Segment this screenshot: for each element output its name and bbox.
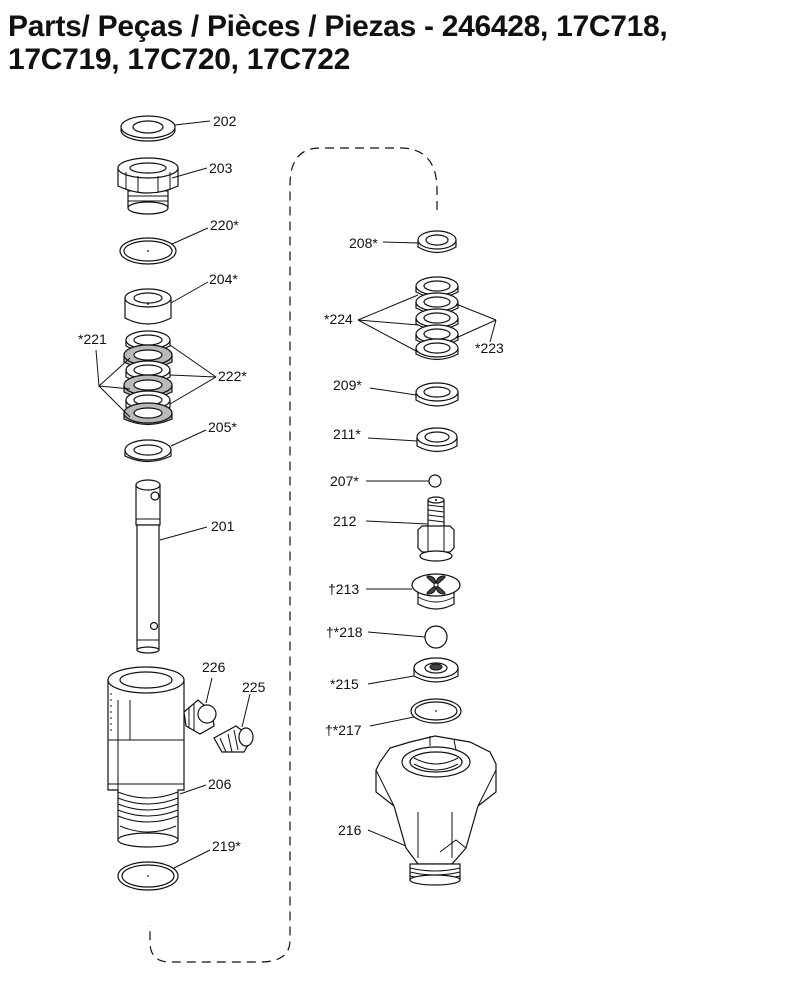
part-225-straight-fitting bbox=[213, 725, 254, 753]
callout-209: 209* bbox=[333, 377, 362, 393]
page-title-line-2: 17C719, 17C720, 17C722 bbox=[8, 43, 351, 76]
part-211-spacer bbox=[416, 427, 458, 453]
part-212-piston-valve bbox=[417, 496, 455, 562]
callout-216: 216 bbox=[338, 822, 362, 838]
part-209-female-gland bbox=[415, 382, 459, 407]
callout-220: 220* bbox=[210, 217, 239, 233]
callout-223: *223 bbox=[475, 340, 504, 356]
callout-211: 211* bbox=[333, 426, 361, 442]
callout-203: 203 bbox=[209, 160, 233, 176]
part-216-intake-housing bbox=[375, 735, 497, 886]
callout-219: 219* bbox=[212, 838, 241, 854]
part-205-male-gland bbox=[124, 439, 172, 463]
callout-226: 226 bbox=[202, 659, 226, 675]
callout-224: *224 bbox=[324, 311, 353, 327]
callout-207: 207* bbox=[330, 473, 359, 489]
dashed-assembly-path bbox=[149, 147, 438, 963]
part-219-o-ring bbox=[117, 861, 179, 891]
callout-205: 205* bbox=[208, 419, 237, 435]
part-223-224-packing-stack bbox=[415, 276, 459, 361]
callout-221: *221 bbox=[78, 331, 107, 347]
callout-218: †*218 bbox=[326, 624, 363, 640]
part-217-o-ring bbox=[410, 698, 462, 724]
part-221-222-packing-stack bbox=[123, 330, 173, 426]
part-213-valve-guide bbox=[411, 573, 461, 610]
part-206-cylinder bbox=[107, 666, 185, 848]
callout-206: 206 bbox=[208, 776, 232, 792]
page-title: Parts/ Peças / Pièces / Piezas - 246428,… bbox=[8, 10, 798, 76]
callout-208: 208* bbox=[349, 235, 378, 251]
part-203-packing-nut bbox=[117, 157, 179, 215]
callout-202: 202 bbox=[213, 113, 237, 129]
callout-215: *215 bbox=[330, 676, 359, 692]
page-title-line-1: Parts/ Peças / Pièces / Piezas - 246428,… bbox=[8, 10, 668, 43]
callout-213: †213 bbox=[328, 581, 359, 597]
part-220-o-ring bbox=[119, 237, 177, 265]
callout-212: 212 bbox=[333, 513, 357, 529]
part-202-washer bbox=[120, 115, 176, 142]
part-207-ball bbox=[428, 474, 442, 488]
part-218-ball bbox=[424, 625, 448, 649]
part-208-male-gland bbox=[417, 230, 457, 254]
callout-201: 201 bbox=[211, 518, 235, 534]
callout-217: †*217 bbox=[325, 722, 362, 738]
part-215-seat bbox=[413, 657, 459, 683]
callout-222: 222* bbox=[218, 368, 247, 384]
part-226-elbow-fitting bbox=[183, 699, 217, 735]
part-204-female-gland bbox=[124, 288, 172, 325]
part-201-displacement-rod bbox=[135, 479, 161, 654]
callout-225: 225 bbox=[242, 679, 266, 695]
callout-204: 204* bbox=[209, 271, 238, 287]
